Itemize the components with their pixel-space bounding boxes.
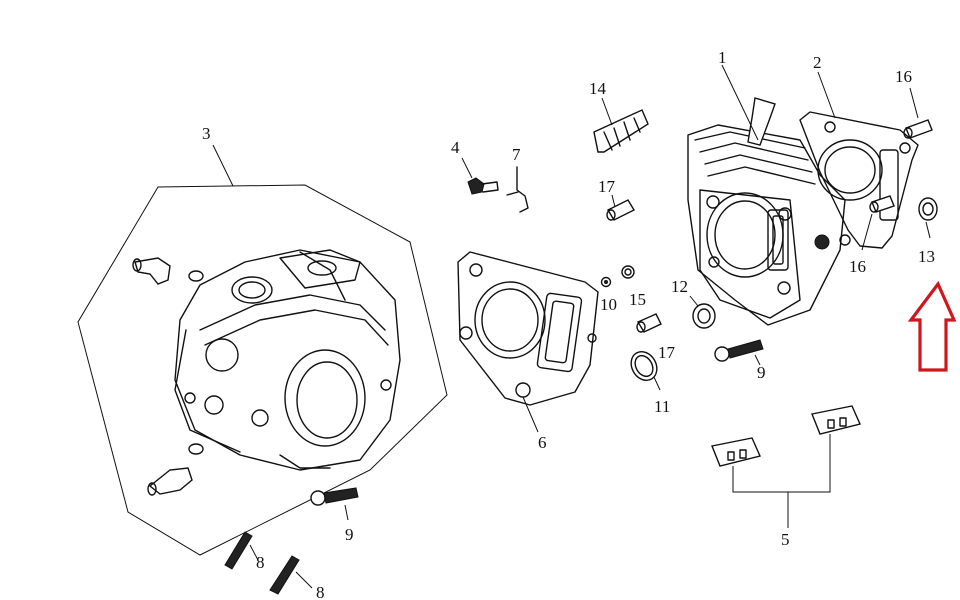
label-2: 2	[813, 53, 822, 72]
red-arrow-up-icon	[907, 280, 957, 372]
pin-16-upper	[903, 87, 933, 139]
stud-8-upper	[224, 531, 259, 570]
part-3-outline	[77, 184, 448, 556]
dowel-17-upper	[606, 194, 635, 221]
label-8-lower: 8	[316, 583, 325, 600]
label-17-upper: 17	[598, 177, 616, 196]
label-4: 4	[451, 138, 460, 157]
pin-16-lower	[861, 195, 895, 251]
label-8-upper: 8	[256, 553, 265, 572]
label-10: 10	[600, 295, 617, 314]
ring-12	[689, 295, 716, 329]
cylinder-head-group	[77, 184, 448, 556]
leader-3	[212, 144, 234, 187]
label-12: 12	[671, 277, 688, 296]
oring-13	[918, 197, 938, 239]
washer-15	[621, 265, 635, 279]
oring-11	[630, 350, 661, 391]
label-6: 6	[538, 433, 547, 452]
label-5: 5	[781, 530, 790, 549]
guide-5-right	[811, 405, 861, 435]
guide-14	[593, 97, 649, 153]
gasket-2	[799, 71, 919, 249]
bracket-5	[732, 434, 831, 528]
guide-5-left	[711, 437, 761, 467]
washer-10	[600, 276, 612, 288]
label-1: 1	[718, 48, 727, 67]
nozzle-fitting-top	[132, 257, 204, 285]
bolt-9-left	[310, 487, 359, 521]
label-13: 13	[918, 247, 935, 266]
nozzle-fitting-bottom	[147, 443, 204, 496]
label-14: 14	[589, 79, 607, 98]
stud-8-lower	[269, 555, 313, 595]
label-16-lower: 16	[849, 257, 866, 276]
clip-7	[506, 166, 529, 213]
label-3: 3	[202, 124, 211, 143]
cylinder-block	[687, 64, 851, 326]
label-11: 11	[654, 397, 670, 416]
label-15: 15	[629, 290, 646, 309]
label-9-left: 9	[345, 525, 354, 544]
bolt-9-right	[714, 339, 764, 366]
bolt-4	[461, 157, 499, 195]
label-7: 7	[512, 145, 521, 164]
label-17-lower: 17	[658, 343, 676, 362]
dowel-17-lower	[636, 313, 662, 333]
cylinder-head	[174, 249, 401, 471]
label-16-upper: 16	[895, 67, 912, 86]
head-gasket	[457, 251, 599, 433]
part-labels: 1 2 3 4 5 6 7 8 8 9 9 10 11 12 13 14 15 …	[202, 48, 935, 600]
label-9-right: 9	[757, 363, 766, 382]
